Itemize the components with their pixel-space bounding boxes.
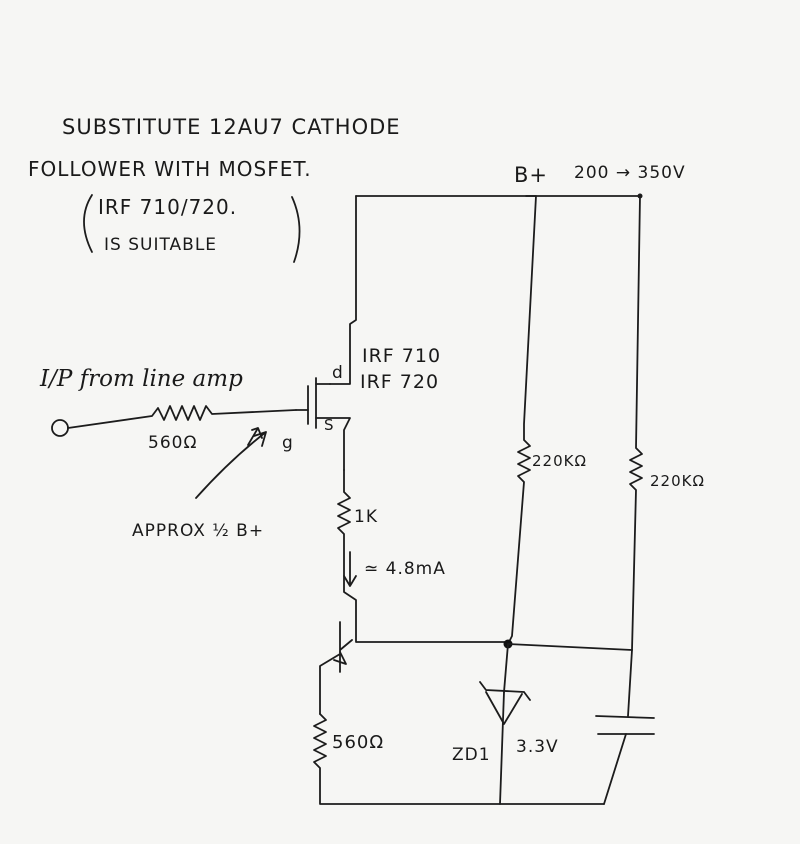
junction-right-wire xyxy=(507,643,633,651)
divider-resistor-1 xyxy=(507,195,537,645)
capacitor xyxy=(595,649,655,805)
mosfet-pin-g: g xyxy=(282,433,294,453)
bottom-resistor-value: 560Ω xyxy=(332,732,384,753)
mosfet-pin-s: S xyxy=(324,416,335,434)
title-line-1: SUBSTITUTE 12AU7 CATHODE xyxy=(62,115,401,139)
mosfet-pin-d: d xyxy=(332,363,344,383)
zener-label: ZD1 xyxy=(452,745,491,765)
note-line-1: IRF 710/720. xyxy=(98,195,237,219)
supply-range: 200 → 350V xyxy=(574,163,686,183)
input-terminal xyxy=(51,419,69,437)
source-resistor-value: 1K xyxy=(354,507,378,527)
gate-note: APPROX ½ B+ xyxy=(132,521,264,541)
current-arrow xyxy=(343,551,357,587)
note-left-paren xyxy=(83,194,93,253)
mosfet-part-2: IRF 720 xyxy=(360,371,439,393)
input-label: I/P from line amp xyxy=(39,366,243,392)
input-resistor-value: 560Ω xyxy=(148,433,197,453)
note-right-paren xyxy=(291,196,301,263)
current-label: ≃ 4.8mA xyxy=(364,559,446,579)
note-line-2: IS SUITABLE xyxy=(104,235,217,255)
divider-r2-value: 220KΩ xyxy=(650,472,705,490)
bottom-resistor xyxy=(313,713,605,805)
zener-diode xyxy=(479,643,531,805)
drain-wire xyxy=(329,195,357,385)
mosfet-part-1: IRF 710 xyxy=(362,345,441,367)
bottom-junction-symbol xyxy=(319,621,353,715)
divider-r1-value: 220KΩ xyxy=(532,452,587,470)
source-resistor xyxy=(337,469,507,643)
zener-voltage: 3.3V xyxy=(516,737,559,757)
divider-resistor-2 xyxy=(629,195,643,651)
input-resistor xyxy=(67,405,297,429)
supply-label: B+ xyxy=(514,163,548,187)
gate-note-arrow xyxy=(195,431,267,499)
title-line-2: FOLLOWER WITH MOSFET. xyxy=(28,157,312,181)
bottom-junction-arrow xyxy=(333,651,347,665)
mosfet-symbol xyxy=(295,377,351,471)
